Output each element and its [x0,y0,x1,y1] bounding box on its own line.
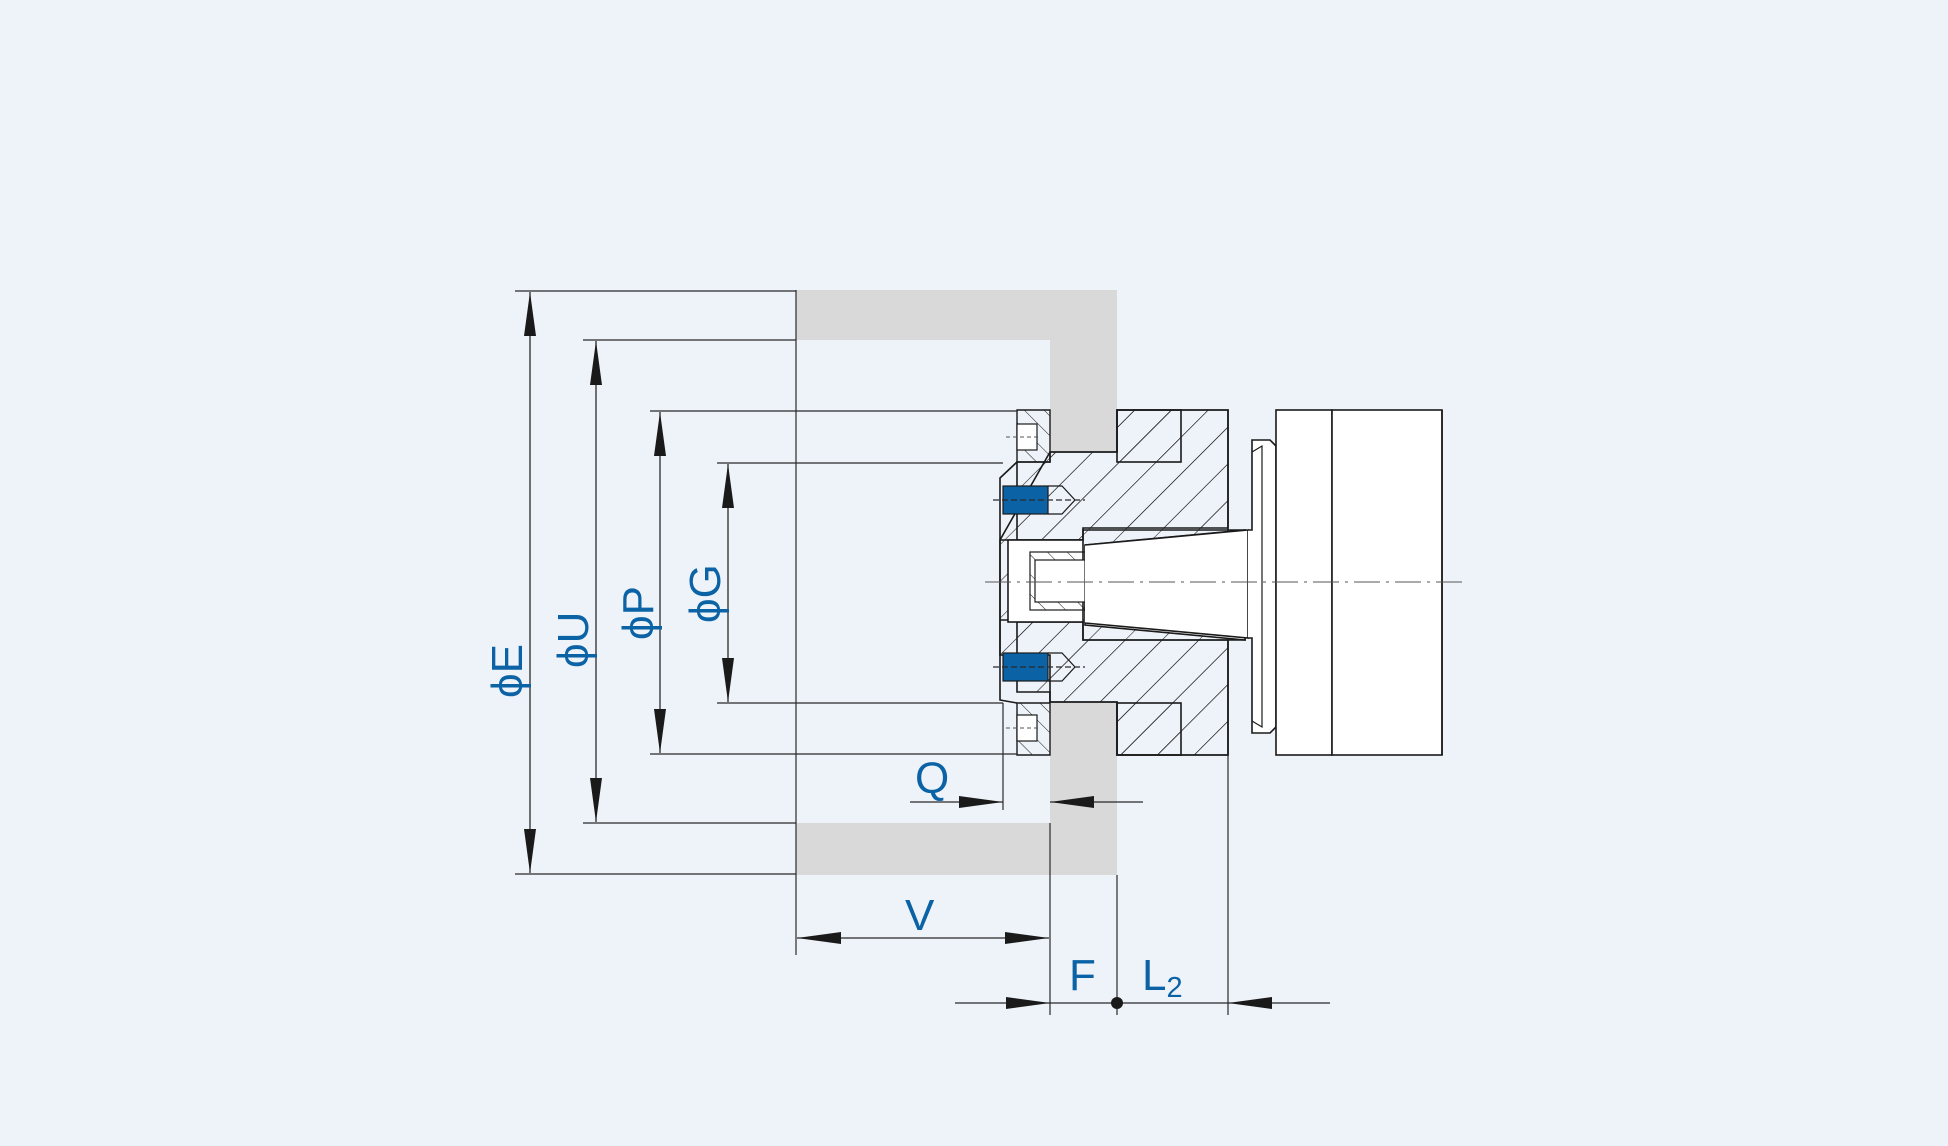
label-F: F [1069,951,1096,1000]
label-diameter-G: ϕG [681,564,730,623]
extension-lines [515,290,1229,1015]
dimension-lines [524,292,1330,1009]
clamping-screw-upper [993,485,1085,515]
motor-shaft [1084,409,1443,756]
clamping-screw-lower [993,652,1085,682]
label-diameter-P: ϕP [614,586,663,640]
label-V: V [905,891,935,940]
mounting-surface [796,290,1117,875]
label-L2: L2 [1142,951,1183,1004]
label-diameter-E: ϕE [483,644,532,698]
label-Q: Q [915,754,949,803]
label-diameter-U: ϕU [549,612,598,668]
